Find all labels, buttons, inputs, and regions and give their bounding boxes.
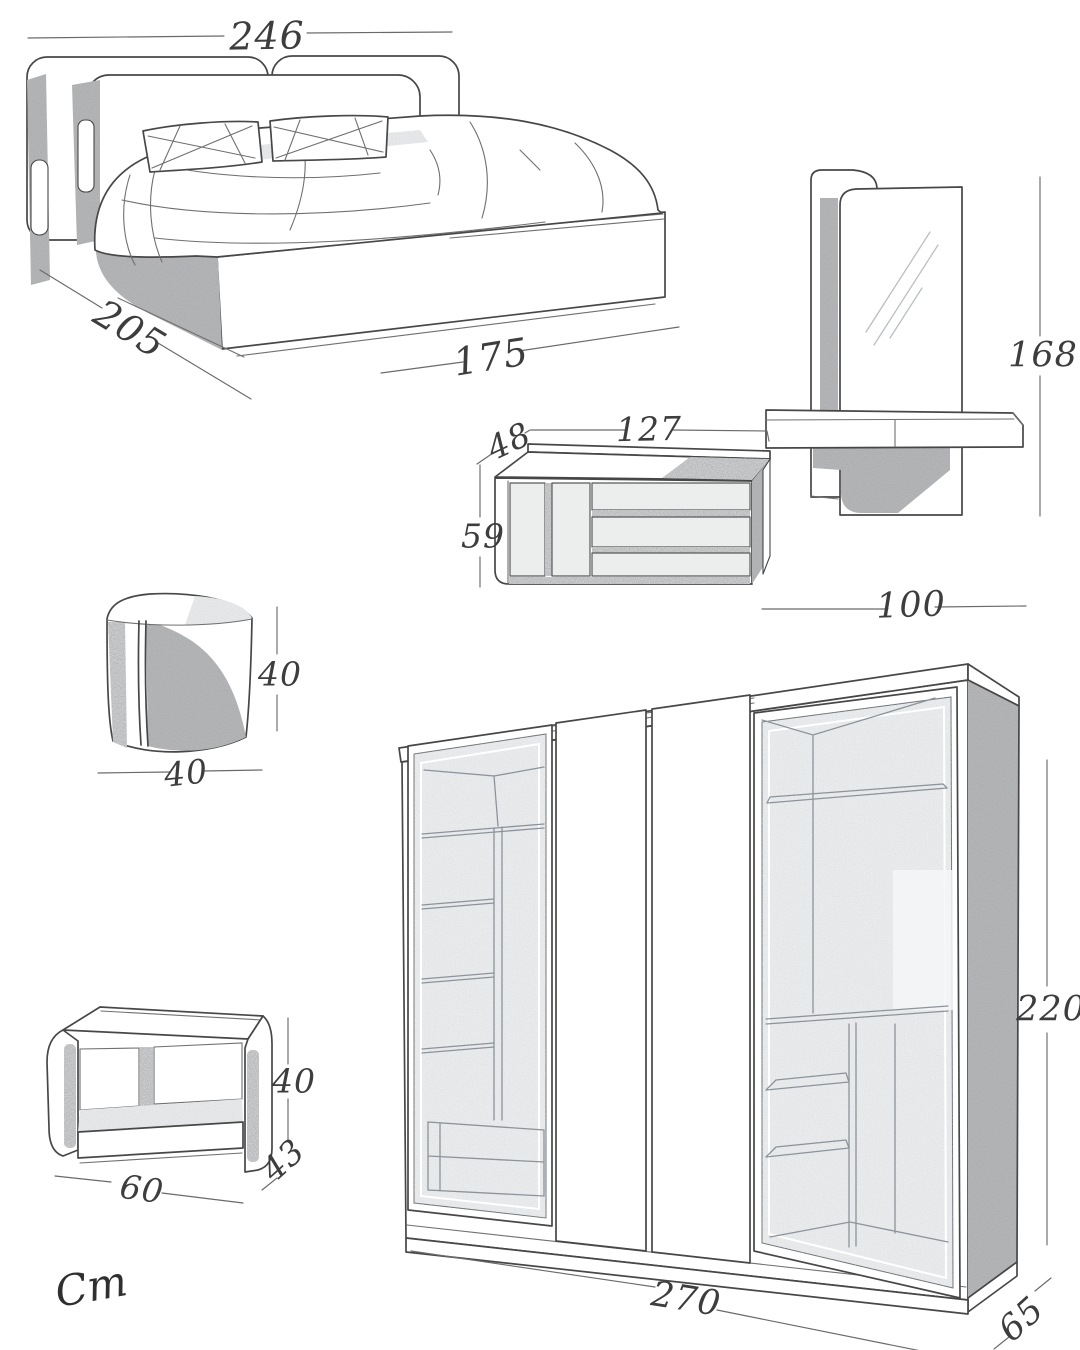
- dim-dresser-height-label: 59: [461, 516, 505, 556]
- pouf-drawing: [97, 592, 278, 774]
- dim-vanity-height-label: 168: [1008, 335, 1078, 376]
- dim-vanity-width-label: 100: [875, 584, 947, 627]
- dim-dresser-width-label: 127: [615, 408, 683, 450]
- dim-pouf-height-label: 40: [258, 654, 302, 694]
- dim-nightstand-height-label: 40: [272, 1061, 316, 1101]
- dim-bed-front-width-label: 175: [450, 329, 532, 385]
- bed-drawing: [26, 31, 680, 400]
- vanity-mirror-drawing: [761, 169, 1041, 610]
- dresser-drawing: [476, 429, 771, 588]
- dim-wardrobe-height-label: 220: [1016, 989, 1080, 1030]
- nightstand-drawing: [46, 1006, 289, 1204]
- wardrobe-drawing: [398, 663, 1052, 1350]
- dim-pouf-width-label: 40: [162, 751, 210, 795]
- dim-nightstand-width-label: 60: [117, 1166, 167, 1212]
- dim-bed-width-label: 246: [228, 13, 306, 59]
